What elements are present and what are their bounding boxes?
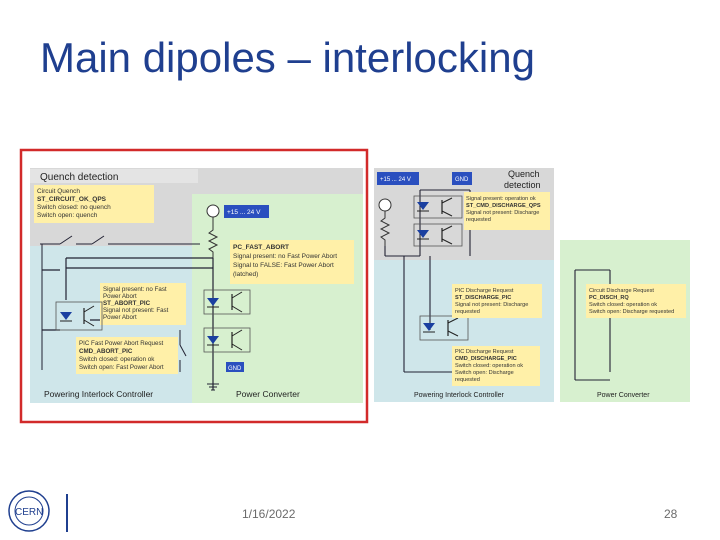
cmd-discharge-line-2: CMD_DISCHARGE_PIC <box>455 356 517 362</box>
left-optocoupler-2 <box>203 289 251 315</box>
logo-divider <box>66 494 68 532</box>
circuit-quench-line-4: Switch open: quench <box>37 212 98 219</box>
fast-abort-line-4: (latched) <box>233 271 258 278</box>
svg-text:PC_FAST_ABORT Signal pre: PC_FAST_ABORT Signal present: no Fast Po… <box>233 244 339 278</box>
cmd-abort-note <box>76 337 178 374</box>
fast-abort-line-1: PC_FAST_ABORT <box>233 244 289 251</box>
svg-text:Quench detection: Quench detection <box>504 169 542 190</box>
right-resistor <box>379 211 391 246</box>
pic-discharge-line-4: requested <box>455 309 480 315</box>
left-gnd-box <box>226 362 244 372</box>
circuit-quench-note <box>34 185 154 223</box>
cmd-discharge-line-3: Switch closed: operation ok <box>455 363 523 369</box>
circuit-discharge-line-1: Circuit Discharge Request <box>589 288 654 294</box>
right-converter-zone <box>560 240 690 402</box>
pic-discharge-line-2: ST_DISCHARGE_PIC <box>455 295 511 301</box>
cmd-discharge-note <box>452 346 540 386</box>
left-diagram: Quench detection Circuit Quench ST_CIRCU… <box>19 148 369 424</box>
pic-discharge-line-3: Signal not present: Discharge <box>455 302 528 308</box>
circuit-discharge-line-4: Switch open: Discharge requested <box>589 309 674 315</box>
qps-line-1: Signal present: operation ok <box>466 196 536 202</box>
st-abort-line-3: ST_ABORT_PIC <box>103 300 151 307</box>
right-supply-label: +15 ... 24 V <box>380 177 411 183</box>
svg-text:Circuit Discharge Request: Circuit Discharge Request PC_DISCH_RQ Sw… <box>589 288 674 315</box>
cmd-abort-line-1: PIC Fast Power Abort Request <box>79 340 164 347</box>
circuit-quench-line-1: Circuit Quench <box>37 188 80 195</box>
left-converter-label: Power Converter <box>236 389 300 399</box>
circuit-discharge-line-3: Switch closed: operation ok <box>589 302 657 308</box>
qps-line-3: Signal not present: Discharge <box>466 210 539 216</box>
left-optocoupler-3 <box>203 327 251 353</box>
st-abort-line-5: Power Abort <box>103 314 137 321</box>
pic-discharge-note <box>452 284 542 318</box>
qps-line-4: requested <box>466 217 491 223</box>
circuit-discharge-note <box>586 284 686 318</box>
cern-logo-icon: CERN <box>8 490 50 532</box>
cern-logo-text: CERN <box>15 507 43 518</box>
svg-text:Signal present: operation ok: Signal present: operation ok ST_CMD_DISC… <box>466 196 542 223</box>
left-controller-label: Powering Interlock Controller <box>44 389 153 399</box>
cmd-abort-line-2: CMD_ABORT_PIC <box>79 348 133 355</box>
qps-line-2: ST_CMD_DISCHARGE_QPS <box>466 203 541 209</box>
cmd-abort-line-4: Switch open: Fast Power Abort <box>79 364 164 371</box>
right-optocoupler-3 <box>419 315 469 341</box>
cmd-discharge-line-4: Switch open: Discharge <box>455 370 514 376</box>
st-abort-note <box>100 283 186 325</box>
right-supply-node <box>378 198 392 212</box>
highlight-frame <box>19 148 369 424</box>
right-gnd-box <box>452 172 472 185</box>
cmd-abort-switch <box>179 330 187 372</box>
left-converter-zone <box>192 194 363 403</box>
left-quench-header-bar <box>30 169 198 183</box>
right-gnd-label: GND <box>455 177 469 183</box>
right-optocoupler-2 <box>413 223 463 247</box>
left-ground-symbol <box>207 383 219 391</box>
svg-text:PIC Discharge Request ST: PIC Discharge Request ST_DISCHARGE_PIC S… <box>455 288 530 315</box>
left-quench-header: Quench detection <box>40 172 118 183</box>
left-supply-node <box>206 204 220 218</box>
st-abort-line-1: Signal present: no Fast <box>103 286 167 293</box>
left-optocoupler-1 <box>55 301 103 331</box>
qps-discharge-note <box>464 192 550 230</box>
svg-text:PIC Discharge Request CM: PIC Discharge Request CMD_DISCHARGE_PIC … <box>455 349 525 383</box>
right-controller-label: Powering Interlock Controller <box>414 392 505 399</box>
cmd-discharge-line-5: requested <box>455 377 480 383</box>
cmd-discharge-line-1: PIC Discharge Request <box>455 349 514 355</box>
circuit-discharge-line-2: PC_DISCH_RQ <box>589 295 629 301</box>
fast-abort-line-2: Signal present: no Fast Power Abort <box>233 253 337 260</box>
right-converter-label: Power Converter <box>597 392 650 399</box>
right-supply-box <box>377 172 419 185</box>
left-gnd-label: GND <box>228 366 242 372</box>
quench-switches <box>40 235 200 370</box>
fast-abort-note <box>230 240 354 284</box>
right-diagram: +15 ... 24 V GND Quench detection <box>374 168 690 402</box>
circuit-quench-line-2: ST_CIRCUIT_OK_QPS <box>37 196 107 203</box>
svg-text:Circuit Quench ST_CIRCUI: Circuit Quench ST_CIRCUIT_OK_QPS Switch … <box>37 188 113 219</box>
left-supply-label: +15 ... 24 V <box>227 209 261 216</box>
pic-discharge-line-1: PIC Discharge Request <box>455 288 514 294</box>
st-abort-line-4: Signal not present: Fast <box>103 307 169 314</box>
slide-title: Main dipoles – interlocking <box>40 34 535 81</box>
st-abort-line-2: Power Abort <box>103 293 137 300</box>
right-quench-header-2: detection <box>504 180 541 190</box>
right-quench-header-1: Quench <box>508 169 540 179</box>
page-number: 28 <box>664 507 678 521</box>
footer-date: 1/16/2022 <box>242 507 296 521</box>
left-supply-box <box>224 205 269 218</box>
svg-text:Signal present: no Fast: Signal present: no Fast Power Abort ST_A… <box>103 286 170 321</box>
right-optocoupler-1 <box>413 195 463 219</box>
svg-text:PIC Fast Power Abort Request: PIC Fast Power Abort Request CMD_ABORT_P… <box>79 340 165 371</box>
left-resistor <box>207 217 219 258</box>
fast-abort-line-3: Signal to FALSE: Fast Power Abort <box>233 262 334 269</box>
circuit-quench-line-3: Switch closed: no quench <box>37 204 111 211</box>
cmd-abort-line-3: Switch closed: operation ok <box>79 356 155 363</box>
